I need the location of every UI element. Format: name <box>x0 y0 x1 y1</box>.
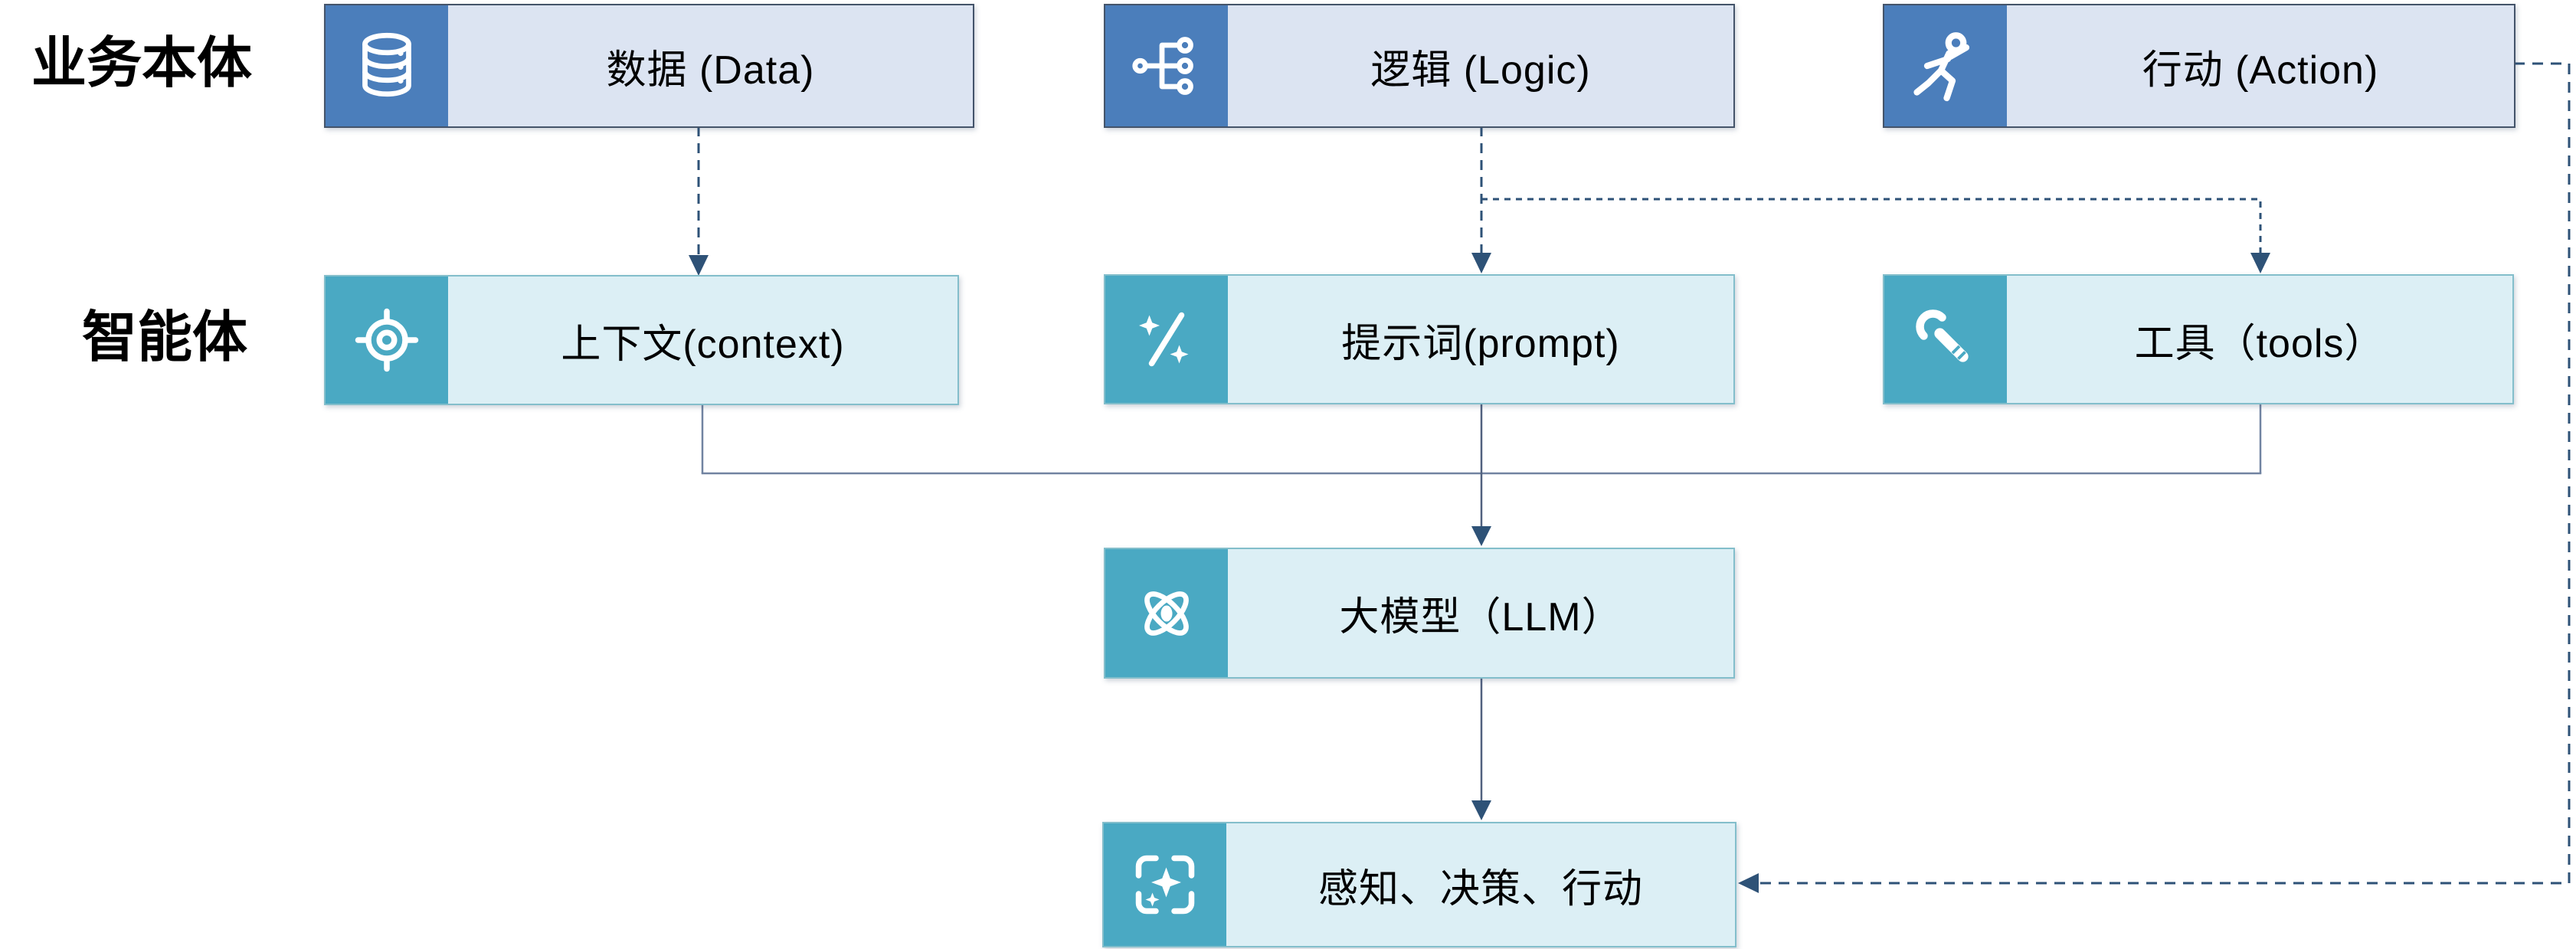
prompt-box: 提示词(prompt) <box>1104 274 1735 404</box>
wrench-icon <box>1884 276 2007 403</box>
data-box: 数据 (Data) <box>324 4 974 128</box>
logic-box: 逻辑 (Logic) <box>1104 4 1735 128</box>
perception-box: 感知、决策、行动 <box>1102 822 1736 947</box>
edge-agent-merge-to-llm <box>701 401 2262 546</box>
prompt-box-label: 提示词(prompt) <box>1341 321 1620 366</box>
logic-box-label: 逻辑 (Logic) <box>1370 47 1591 93</box>
row-label-agent: 智能体 <box>81 307 247 368</box>
row-label-business: 业务本体 <box>31 33 252 94</box>
tools-box: 工具（tools） <box>1883 274 2514 404</box>
edge-llm-to-perception <box>1471 676 1491 820</box>
tools-box-label: 工具（tools） <box>2134 321 2385 366</box>
sparkle-frame-icon <box>1104 823 1226 946</box>
runner-icon <box>1884 5 2007 126</box>
context-box-label: 上下文(context) <box>561 322 845 367</box>
target-icon <box>326 277 448 404</box>
llm-box-label: 大模型（LLM） <box>1339 595 1622 640</box>
edge-action-to-perception <box>1738 62 2571 893</box>
context-box: 上下文(context) <box>324 275 959 405</box>
atom-icon <box>1105 549 1228 677</box>
llm-box: 大模型（LLM） <box>1104 548 1735 679</box>
magic-wand-icon <box>1105 276 1228 403</box>
database-icon <box>326 5 448 126</box>
edge-logic-to-tools <box>1481 198 2270 273</box>
edge-data-to-context <box>689 126 709 276</box>
hierarchy-icon <box>1105 5 1228 126</box>
perception-box-label: 感知、决策、行动 <box>1317 866 1643 911</box>
edge-logic-to-prompt <box>1471 126 1491 273</box>
data-box-label: 数据 (Data) <box>606 47 815 93</box>
action-box: 行动 (Action) <box>1883 4 2515 128</box>
action-box-label: 行动 (Action) <box>2142 47 2379 93</box>
